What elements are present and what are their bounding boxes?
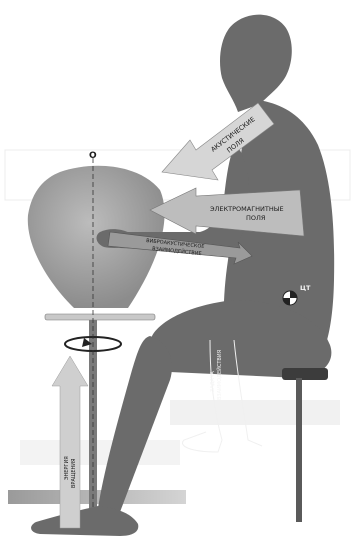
wheel-disk [45,314,155,320]
center-of-gravity-marker [283,291,297,305]
center-of-gravity-label: ЦТ [300,284,311,292]
electromagnetic-label-line1: ЭЛЕКТРОМАГНИТНЫЕ [210,205,284,213]
bg-band-right [170,400,340,425]
leg-vertical-label-line1: ЗАДАЧА [210,371,216,392]
wheel-vertical-label-line1: ЭНЕРГИЯ [64,456,70,480]
electromagnetic-label-line2: ПОЛЯ [246,214,265,222]
wheel-vertical-label-line2: ВРАЩЕНИЯ [71,459,77,488]
bg-band-left [20,440,180,465]
stool-leg [296,378,302,522]
stool-seat [282,368,328,380]
leg-vertical-label-line2: ВЗАИМОДЕЙСТВИЯ [216,350,223,400]
axis-top-label: O [89,151,97,161]
